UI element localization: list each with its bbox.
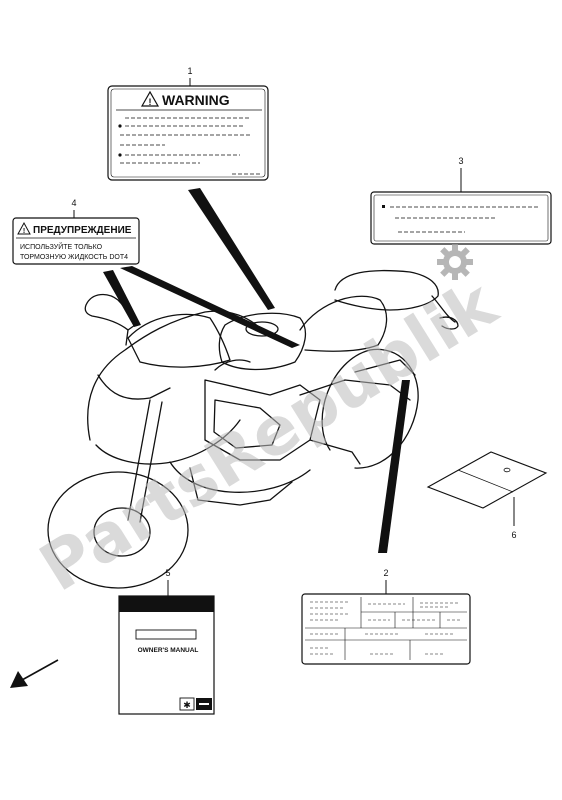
motorcycle-outline [47, 269, 459, 589]
callout-5: 5 [165, 568, 170, 578]
callout-3: 3 [458, 156, 463, 166]
owners-manual: 5 OWNER'S MANUAL ✱ [118, 568, 215, 715]
russian-warning-label: 4 ! ПРЕДУПРЕЖДЕНИЕ ИСПОЛЬЗУЙТЕ ТОЛЬКО ТО… [12, 198, 140, 265]
callout-6: 6 [511, 530, 516, 540]
svg-text:✱: ✱ [183, 700, 191, 710]
manual-title: OWNER'S MANUAL [138, 647, 199, 654]
label-3: 3 [370, 156, 552, 245]
label-2: 2 [301, 568, 471, 665]
callout-4: 4 [71, 198, 76, 208]
warning-label: 1 ! WARNING [107, 66, 269, 181]
svg-text:!: ! [149, 97, 152, 107]
gear-icon [437, 244, 473, 280]
callout-1: 1 [187, 66, 192, 76]
leader-lines [103, 188, 410, 553]
russian-line-2: ТОРМОЗНУЮ ЖИДКОСТЬ DOT4 [20, 254, 128, 261]
warning-text: WARNING [162, 92, 230, 108]
watermark-text: PartsRepublik [27, 264, 511, 606]
svg-text:!: ! [23, 228, 25, 235]
direction-arrow-icon [10, 659, 59, 688]
warning-triangle-icon: ! [140, 90, 160, 107]
label-6: 6 [426, 451, 548, 540]
russian-line-1: ИСПОЛЬЗУЙТЕ ТОЛЬКО [20, 242, 103, 251]
callout-2: 2 [383, 568, 388, 578]
warning-triangle-icon: ! [17, 221, 31, 235]
russian-title: ПРЕДУПРЕЖДЕНИЕ [33, 225, 132, 236]
